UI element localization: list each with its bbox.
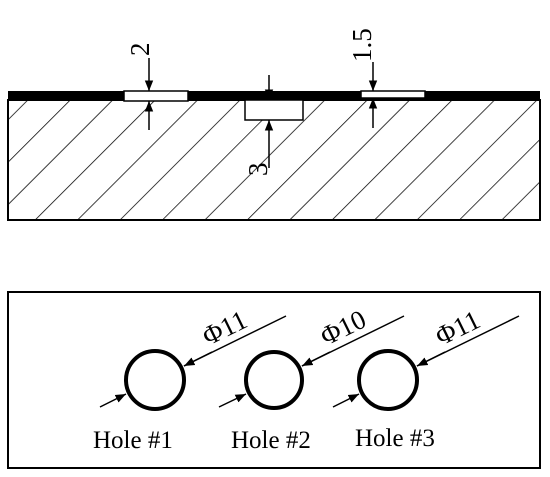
hole-2-circle [244,350,304,410]
hole-1-section [123,90,189,102]
hole-1-circle [124,349,186,411]
depth-dimension-hole2: 3 [243,75,274,177]
hole-3-name: Hole #3 [355,425,435,452]
hole-1-diameter-label: Φ11 [197,304,251,351]
depth-label-hole3: 1.5 [347,28,377,62]
hole-3-diameter-label: Φ11 [430,304,484,351]
plan-view-frame [7,291,541,469]
depth-label-hole2: 3 [243,163,273,177]
coating-layer [8,91,540,101]
depth-dimension-hole1: 2 [125,43,155,130]
plan-view: Φ11 Hole #1 Φ10 Hole #2 Φ11 Hole #3 [7,291,541,469]
depth-dimension-hole3: 1.5 [347,28,378,128]
hole-1-name: Hole #1 [93,427,173,454]
hole-3-section [360,90,426,99]
hole-2-section [244,99,304,121]
hole-1-plan: Φ11 Hole #1 [93,304,287,454]
hole-2-name: Hole #2 [231,427,311,454]
section-view: 2 3 1.5 [7,28,541,221]
depth-label-hole1: 2 [125,43,155,57]
hole-3-circle [357,349,419,411]
hole-2-diameter-label: Φ10 [315,304,370,351]
